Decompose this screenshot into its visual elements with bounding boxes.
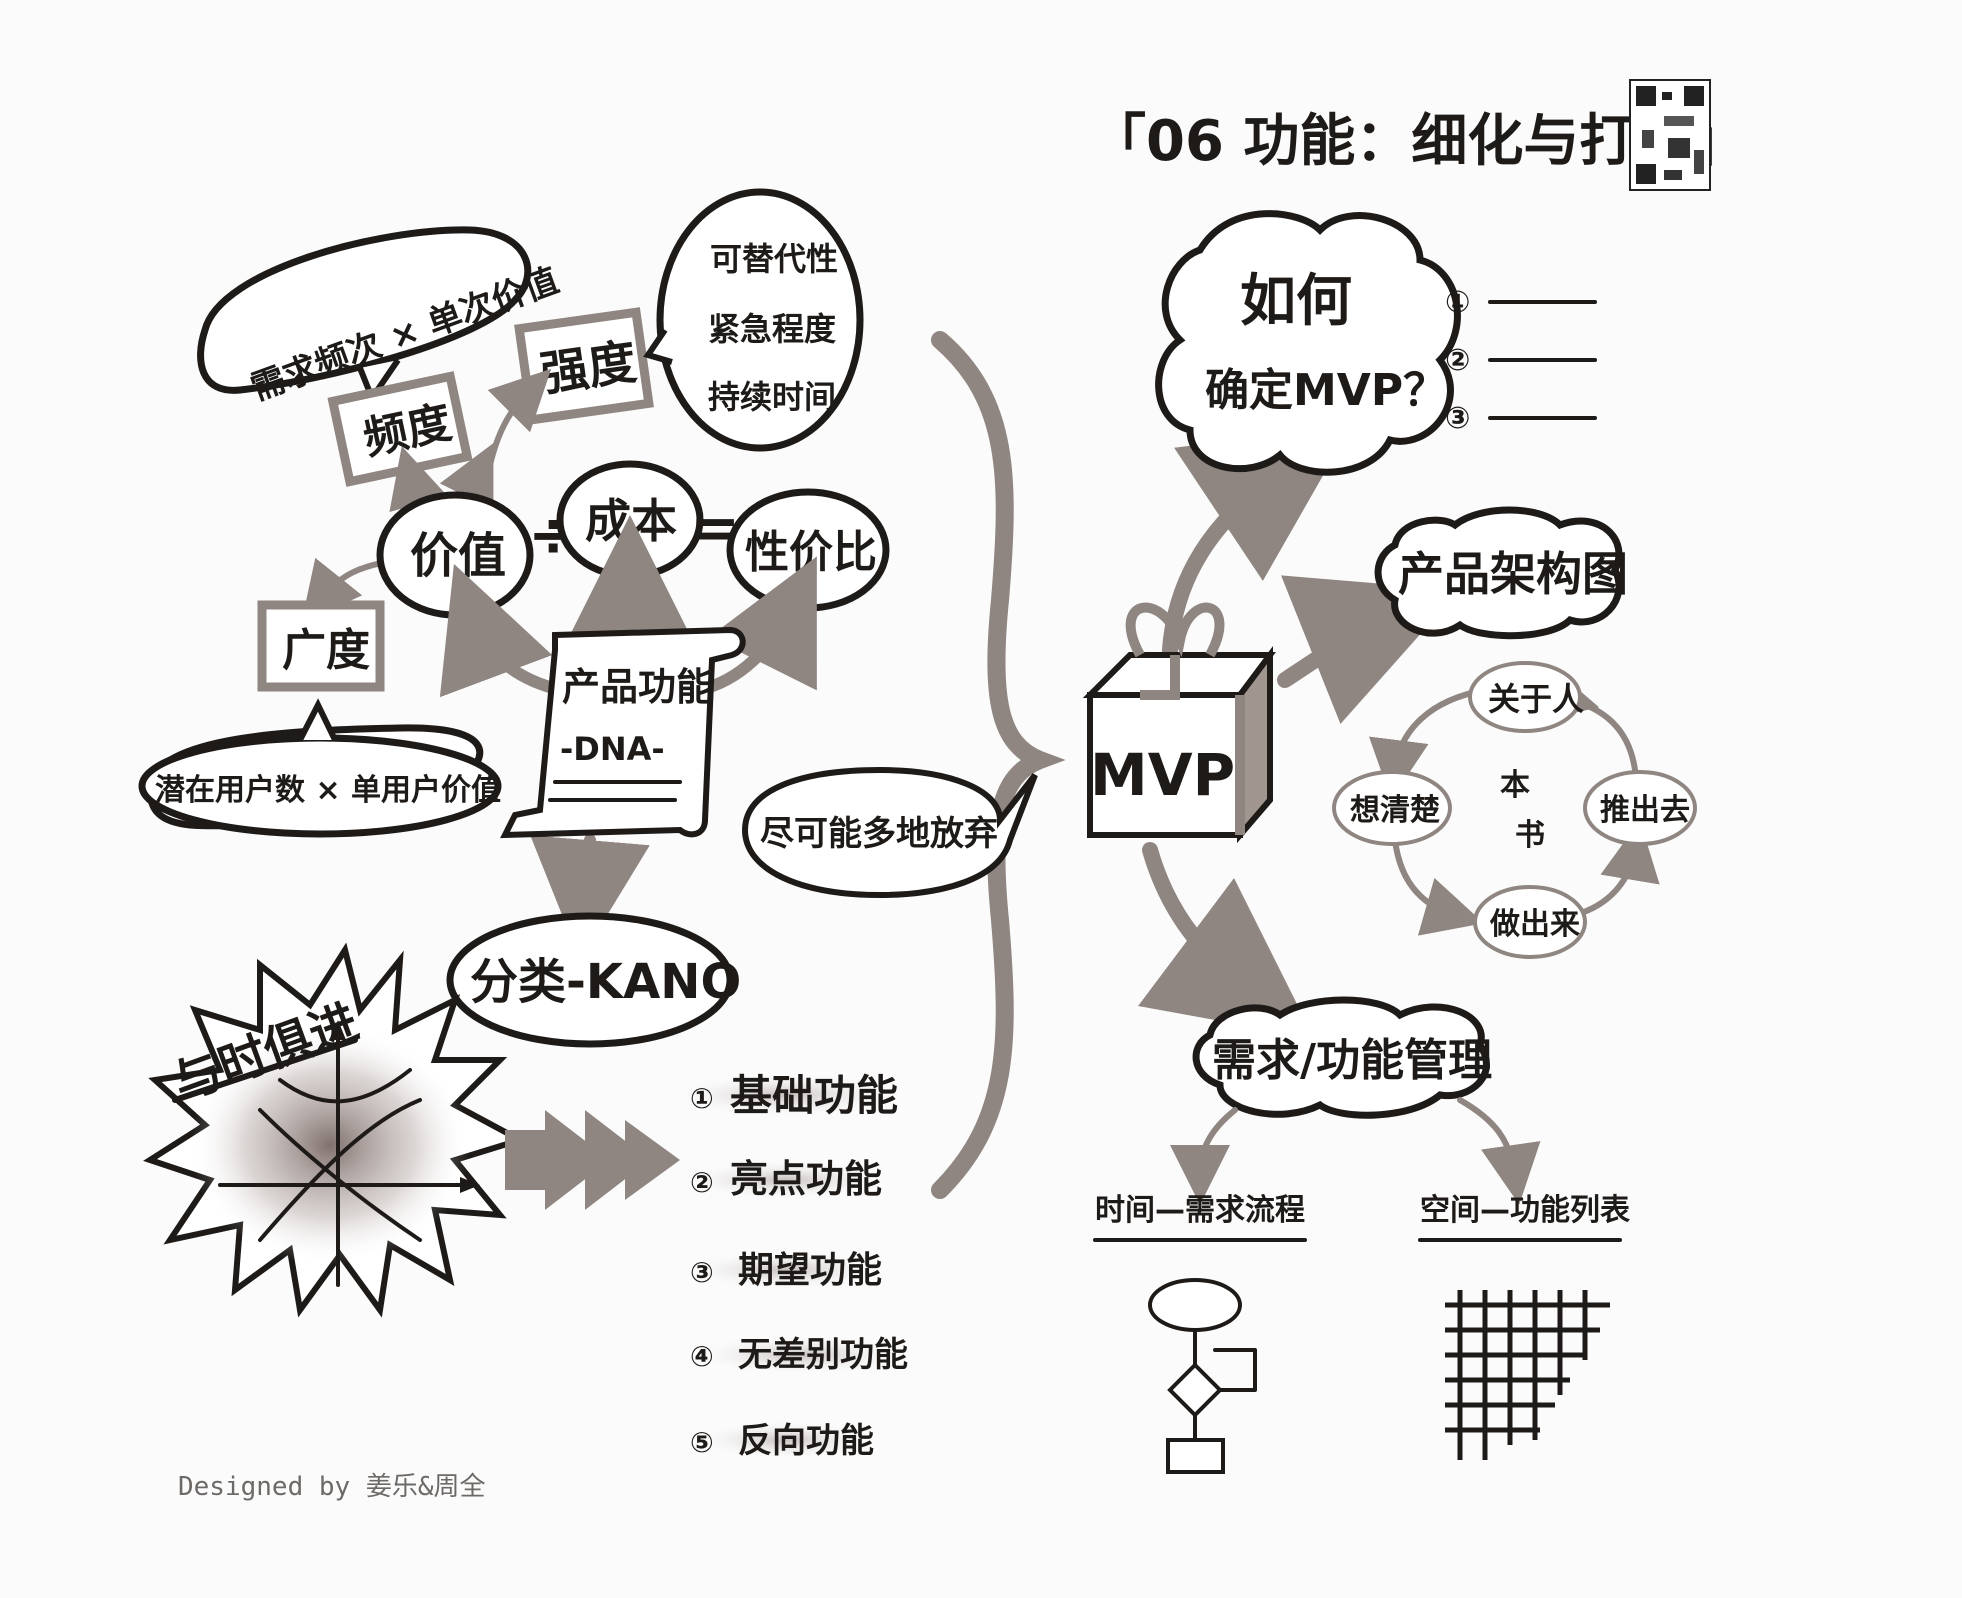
- scroll-subtitle: -DNA-: [560, 730, 665, 768]
- kano-node: 分类-KANO: [446, 912, 741, 1048]
- intensity-label: 强度: [537, 334, 640, 403]
- scroll-title: 产品功能: [562, 665, 714, 709]
- breadth-formula-bubble: 潜在用户数 × 单用户价值: [138, 698, 502, 838]
- cycle-center-1: 本: [1500, 768, 1530, 803]
- how-to-steps: ① ② ③: [1445, 285, 1597, 436]
- triple-arrow-icon: [505, 1110, 680, 1210]
- cycle-think: 想清楚: [1350, 793, 1440, 828]
- kano-type-1: 基础功能: [730, 1071, 898, 1120]
- cost-performance-label: 性价比: [745, 527, 877, 578]
- how-to-line-1: 如何: [1240, 269, 1352, 334]
- kano-num-4: ④: [690, 1340, 714, 1373]
- kano-num-2: ②: [690, 1166, 714, 1199]
- mvp-label: MVP: [1090, 741, 1235, 809]
- cycle-about-people: 关于人: [1488, 680, 1584, 718]
- kano-num-3: ③: [690, 1256, 714, 1289]
- kano-type-3: 期望功能: [738, 1250, 882, 1291]
- with-time-starburst: 与时俱进: [143, 942, 528, 1318]
- time-flow-section: 时间—需求流程: [1093, 1193, 1307, 1474]
- management-label: 需求/功能管理: [1212, 1035, 1492, 1086]
- breadth-formula-text: 潜在用户数 × 单用户价值: [155, 773, 501, 808]
- book-cycle: 关于人 推出去 做出来 想清楚 本 书: [1332, 661, 1697, 959]
- how-step-1: ①: [1445, 285, 1470, 320]
- frequency-box: 频度: [327, 371, 473, 487]
- how-to-line-2: 确定MVP？: [1205, 365, 1447, 416]
- intensity-factors-bubble: 可替代性 紧急程度 持续时间: [643, 188, 864, 452]
- breadth-box: 广度: [257, 600, 385, 692]
- cycle-launch: 推出去: [1600, 793, 1690, 828]
- how-to-decide-cloud: 如何 确定MVP？: [1155, 210, 1461, 476]
- value-node: 价值: [376, 491, 534, 619]
- cost-label: 成本: [585, 494, 677, 548]
- architecture-label: 产品架构图: [1398, 547, 1628, 601]
- breadth-label: 广度: [282, 625, 370, 676]
- give-up-text: 尽可能多地放弃: [760, 814, 998, 854]
- kano-num-5: ⑤: [690, 1426, 714, 1459]
- intensity-box: 强度: [514, 307, 654, 425]
- qr-code-icon: [1629, 79, 1711, 191]
- kano-label: 分类-KANO: [470, 954, 741, 1010]
- architecture-cloud: 产品架构图: [1374, 506, 1628, 640]
- how-step-2: ②: [1445, 343, 1470, 378]
- frequency-formula-bubble: 需求频次 × 单次价值: [197, 226, 564, 409]
- how-step-3: ③: [1445, 401, 1470, 436]
- kano-num-1: ①: [690, 1082, 714, 1115]
- time-flow-label: 时间—需求流程: [1095, 1193, 1305, 1228]
- kano-type-2: 亮点功能: [730, 1157, 882, 1201]
- intensity-factor-1: 可替代性: [710, 240, 838, 278]
- kano-type-list: ① 基础功能 ② 亮点功能 ③ 期望功能 ④ 无差别功能 ⑤ 反向功能: [665, 1071, 915, 1461]
- product-feature-scroll: 产品功能 -DNA-: [500, 626, 746, 839]
- give-up-bubble: 尽可能多地放弃: [741, 766, 1038, 899]
- intensity-factor-2: 紧急程度: [708, 310, 836, 348]
- space-list-section: 空间—功能列表: [1418, 1193, 1630, 1460]
- space-list-label: 空间—功能列表: [1420, 1193, 1630, 1228]
- cost-node: 成本: [556, 460, 704, 580]
- management-cloud: 需求/功能管理: [1192, 996, 1492, 1119]
- intensity-factor-3: 持续时间: [708, 378, 836, 416]
- mvp-gift-box-icon: MVP: [1082, 602, 1276, 844]
- cost-performance-node: 性价比: [726, 488, 890, 612]
- kano-type-4: 无差别功能: [738, 1335, 908, 1375]
- curly-brace: [931, 331, 1066, 1199]
- cycle-build: 做出来: [1489, 907, 1580, 942]
- signature: Designed by 姜乐&周全: [178, 1472, 486, 1502]
- kano-type-5: 反向功能: [738, 1421, 874, 1461]
- cycle-center-2: 书: [1515, 818, 1545, 853]
- value-label: 价值: [410, 528, 506, 584]
